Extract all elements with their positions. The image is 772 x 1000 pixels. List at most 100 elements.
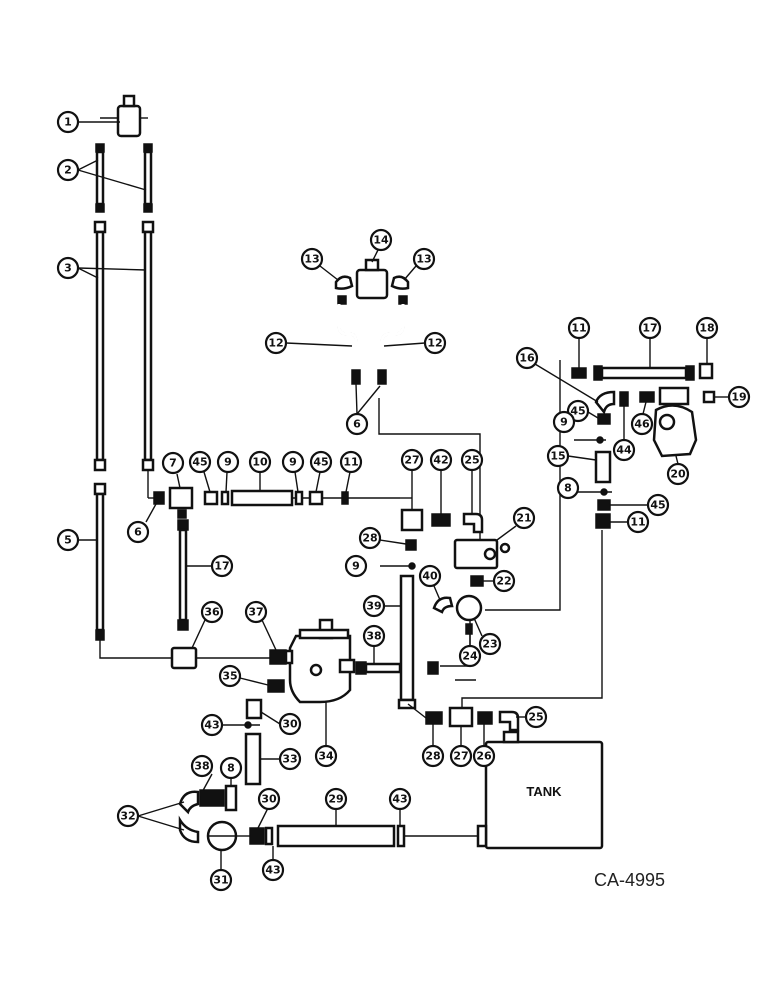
svg-text:25: 25	[464, 454, 479, 467]
pump-assembly	[178, 618, 356, 852]
callout-1: 1	[56, 110, 120, 134]
svg-text:25: 25	[528, 711, 543, 724]
svg-text:45: 45	[650, 499, 665, 512]
callout-27-b: 27	[449, 726, 473, 768]
svg-text:42: 42	[433, 454, 448, 467]
callout-25-a: 25	[460, 448, 484, 514]
callout-30-bottom: 30	[257, 787, 281, 829]
callout-38-bottom: 38	[190, 754, 214, 797]
svg-text:8: 8	[227, 762, 235, 775]
svg-text:40: 40	[422, 570, 438, 583]
callout-9-a: 9	[216, 450, 240, 493]
svg-text:45: 45	[570, 405, 585, 418]
callout-33: 33	[260, 747, 302, 771]
callout-23: 23	[473, 617, 502, 656]
svg-text:9: 9	[560, 416, 568, 429]
svg-text:44: 44	[616, 444, 632, 457]
svg-text:6: 6	[134, 526, 142, 539]
callout-25-b: 25	[516, 705, 548, 729]
svg-text:9: 9	[352, 560, 360, 573]
svg-text:36: 36	[204, 606, 220, 619]
callout-9-right: 9	[552, 410, 576, 434]
svg-text:30: 30	[261, 793, 277, 806]
center-assembly	[355, 508, 511, 710]
svg-text:8: 8	[564, 482, 572, 495]
callout-21: 21	[496, 506, 536, 541]
svg-text:23: 23	[482, 638, 497, 651]
filter-head	[116, 104, 142, 138]
callout-43-c: 43	[261, 846, 285, 882]
svg-text:18: 18	[699, 322, 714, 335]
svg-text:14: 14	[373, 234, 389, 247]
callout-8-bottom: 8	[219, 756, 243, 786]
svg-text:11: 11	[571, 322, 586, 335]
callout-2: 2	[56, 158, 147, 191]
tee-fitting	[168, 486, 194, 510]
svg-text:27: 27	[404, 454, 419, 467]
svg-text:45: 45	[192, 456, 207, 469]
callout-45-b: 45	[309, 450, 333, 493]
callout-28-a: 28	[358, 526, 407, 550]
callout-16: 16	[515, 346, 599, 403]
svg-text:45: 45	[313, 456, 328, 469]
callout-10: 10	[248, 450, 272, 491]
svg-text:39: 39	[366, 600, 381, 613]
callout-34: 34	[314, 702, 338, 768]
svg-text:32: 32	[120, 810, 135, 823]
left-pipe-assembly	[93, 94, 156, 641]
svg-text:1: 1	[64, 116, 72, 129]
svg-text:3: 3	[64, 262, 72, 275]
tank	[484, 740, 604, 850]
svg-text:27: 27	[453, 750, 468, 763]
callout-32: 32	[116, 801, 185, 831]
callout-11-a: 11	[339, 450, 363, 493]
callout-9-c: 9	[344, 554, 368, 578]
svg-text:11: 11	[343, 456, 358, 469]
bottom-return-line	[236, 824, 406, 848]
svg-text:43: 43	[204, 719, 219, 732]
svg-text:11: 11	[630, 516, 645, 529]
callout-17-left: 17	[186, 554, 234, 578]
callout-9-b: 9	[281, 450, 305, 493]
callout-18: 18	[695, 316, 719, 364]
svg-text:46: 46	[634, 418, 650, 431]
callout-28-b: 28	[421, 724, 445, 768]
callout-35: 35	[218, 664, 269, 688]
callout-40: 40	[418, 564, 442, 601]
svg-text:34: 34	[318, 750, 334, 763]
callout-37: 37	[244, 600, 277, 651]
svg-text:24: 24	[462, 650, 478, 663]
callout-11-c: 11	[610, 510, 650, 534]
callout-30-top: 30	[260, 711, 302, 736]
callout-11-b: 11	[567, 316, 591, 368]
callout-38-top: 38	[362, 624, 386, 664]
callout-26: 26	[472, 724, 496, 768]
callout-19: 19	[714, 385, 751, 409]
svg-text:13: 13	[416, 253, 431, 266]
callout-13-right: 13	[403, 247, 436, 281]
callout-5: 5	[56, 528, 98, 552]
svg-text:7: 7	[169, 457, 177, 470]
svg-text:12: 12	[268, 337, 283, 350]
callout-39: 39	[362, 594, 401, 618]
callout-29: 29	[324, 787, 348, 826]
svg-text:9: 9	[289, 456, 297, 469]
svg-text:26: 26	[476, 750, 492, 763]
callout-45-a: 45	[188, 450, 212, 493]
callout-20: 20	[666, 455, 690, 486]
svg-text:35: 35	[222, 670, 237, 683]
right-assembly	[571, 362, 716, 529]
callouts: 1 2 3 5 6 7	[56, 110, 751, 892]
svg-text:30: 30	[282, 718, 298, 731]
callout-46: 46	[630, 401, 654, 436]
callout-42: 42	[429, 448, 453, 514]
callout-12-right: 12	[383, 331, 447, 355]
svg-text:15: 15	[550, 450, 565, 463]
svg-text:43: 43	[392, 793, 407, 806]
svg-text:28: 28	[425, 750, 440, 763]
svg-text:6: 6	[353, 418, 361, 431]
svg-text:17: 17	[642, 322, 657, 335]
callout-27-a: 27	[400, 448, 424, 510]
callout-15: 15	[546, 444, 597, 468]
